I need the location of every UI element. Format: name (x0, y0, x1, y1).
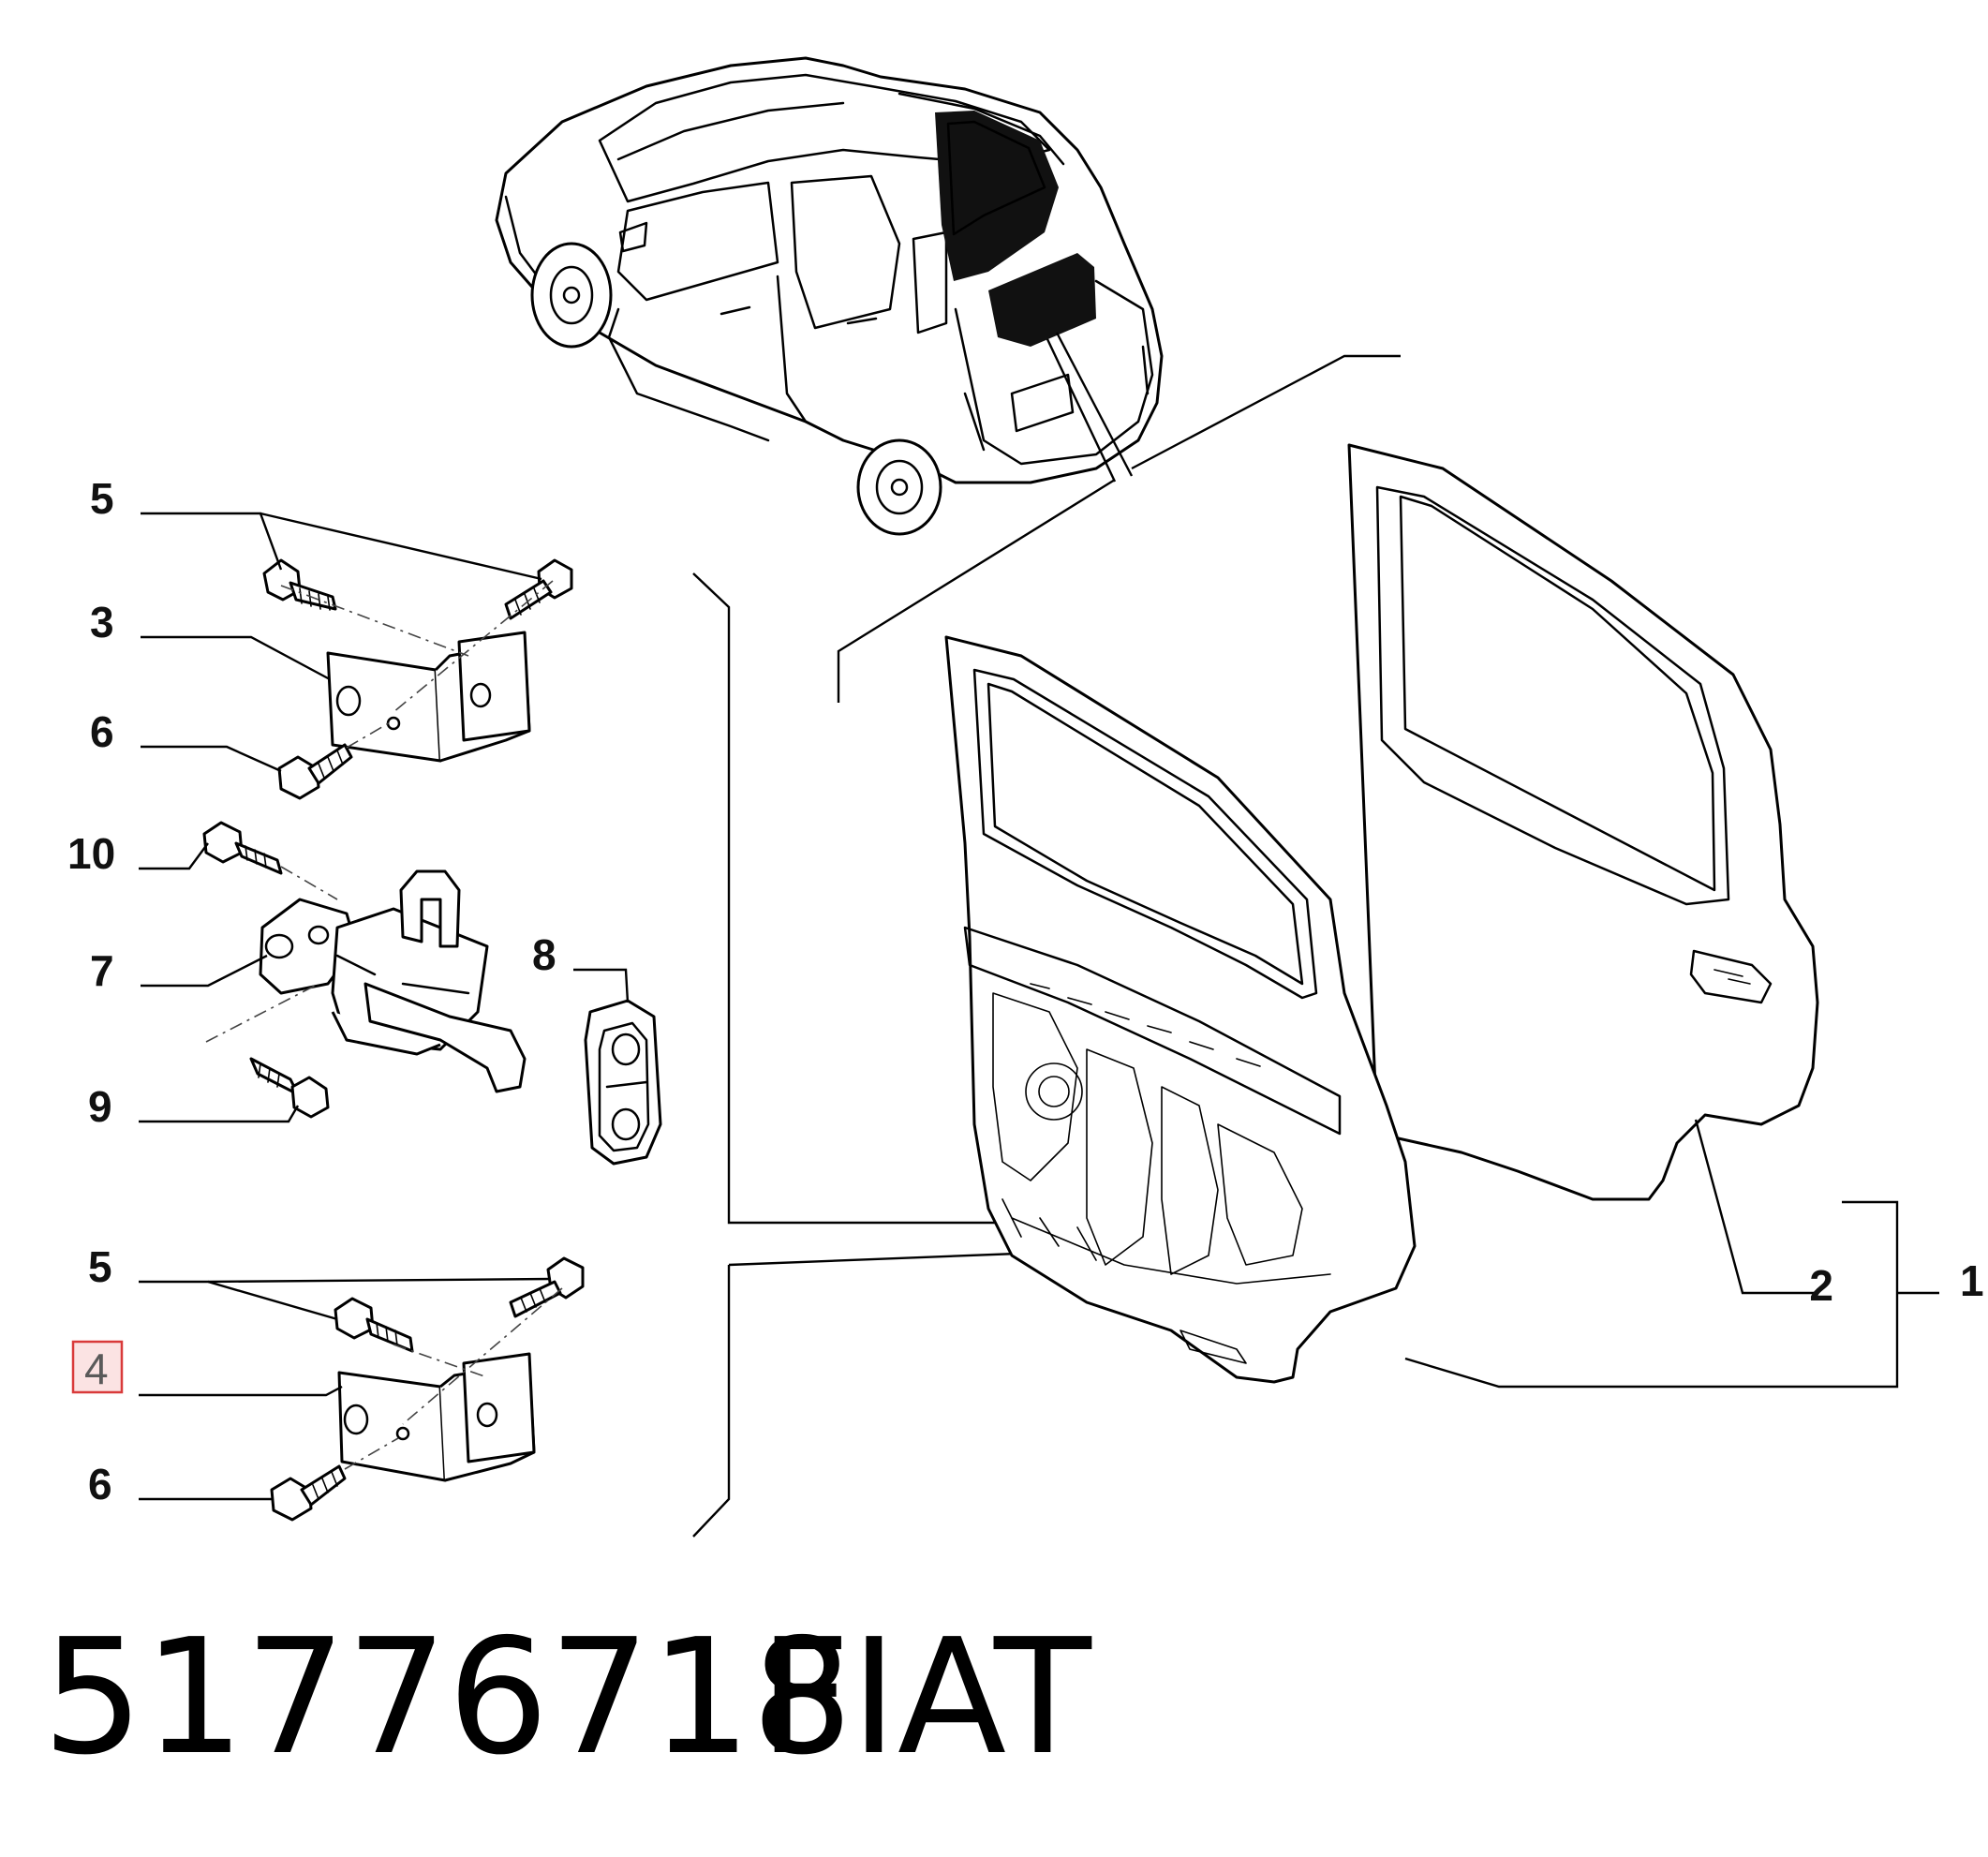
callout-3: 3 (90, 598, 114, 646)
callout-2: 2 (1809, 1261, 1833, 1310)
bolt-5-lower-right (509, 1256, 585, 1318)
door-outer-panel (1347, 443, 1819, 1201)
hinge-3-upper (280, 580, 554, 763)
callout-5-bottom: 5 (88, 1242, 112, 1291)
assembly-bracket (1404, 1119, 1939, 1389)
callout-8: 8 (532, 930, 556, 979)
bolt-6-upper (277, 721, 393, 800)
callout-9: 9 (88, 1082, 112, 1131)
bolt-6-lower (270, 1437, 399, 1522)
callout-1: 1 (1960, 1256, 1984, 1305)
callout-6-top: 6 (90, 707, 114, 756)
bolt-5-upper-right (504, 558, 573, 620)
callout-4-highlight (71, 1340, 124, 1394)
callout-leaders (139, 512, 630, 1501)
callout-10: 10 (67, 829, 115, 878)
bolt-10 (202, 821, 338, 900)
callout-7: 7 (90, 946, 114, 995)
hinge-4-lower (337, 1287, 563, 1482)
callout-6-bottom: 6 (88, 1460, 112, 1508)
callout-4: 4 (84, 1344, 109, 1393)
bolt-9 (249, 1057, 330, 1119)
part-number: 51776718 (42, 1605, 853, 1790)
callout-5-top: 5 (90, 474, 114, 523)
bolt-5-lower-left (334, 1297, 414, 1353)
brand-name: FIAT (759, 1605, 1092, 1790)
grommet-8 (584, 999, 662, 1166)
car-illustration (495, 56, 1164, 536)
door-check-7 (205, 869, 527, 1093)
door-inner-frame (944, 635, 1417, 1384)
